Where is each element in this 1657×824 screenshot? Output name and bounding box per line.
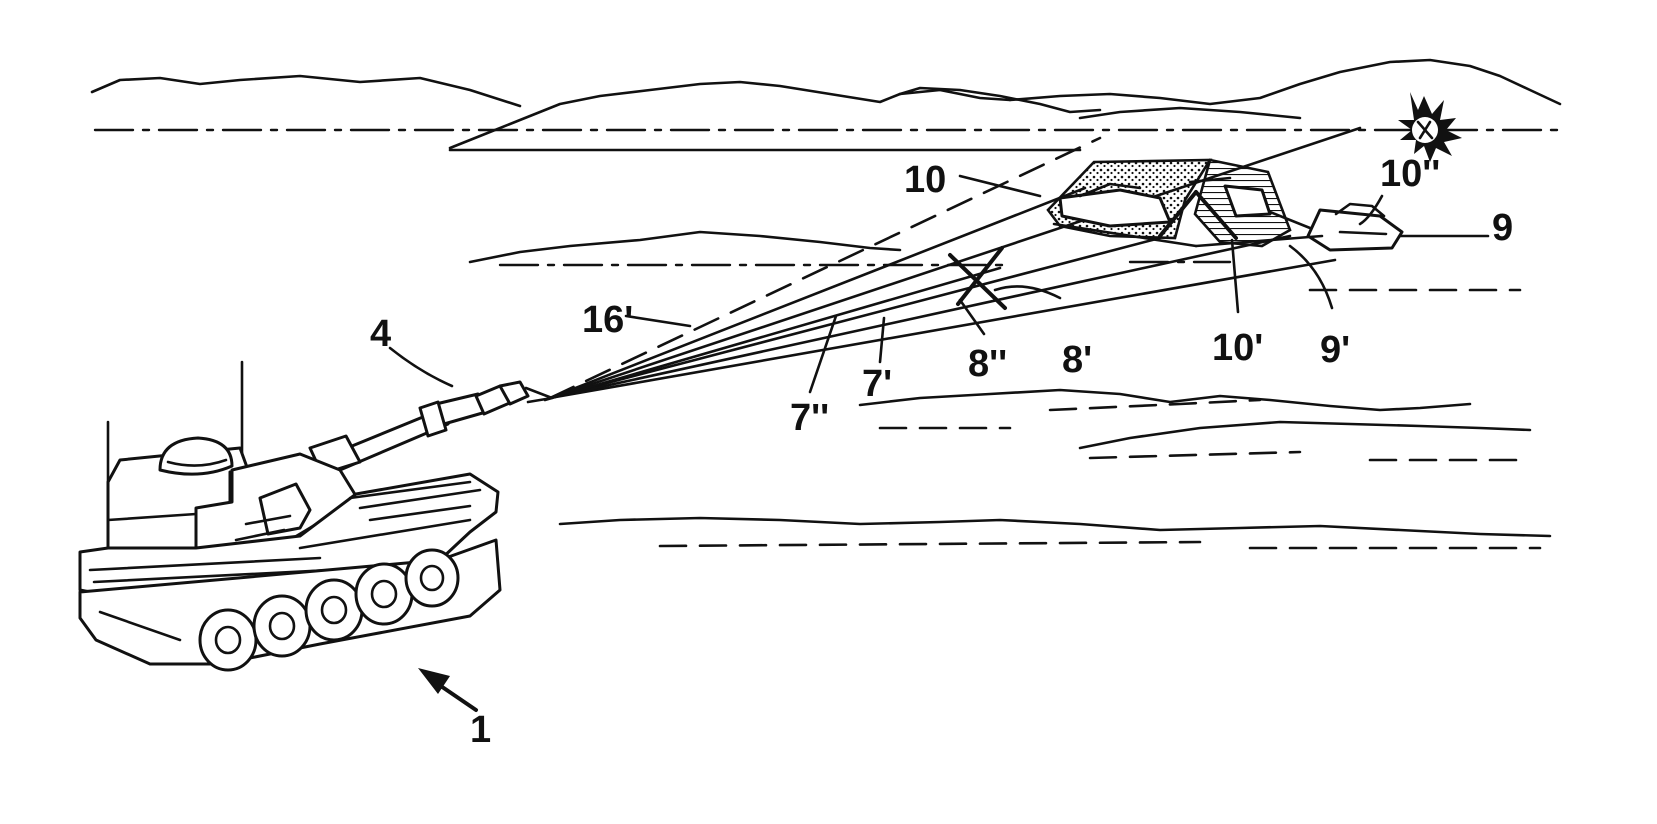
cupola-dome [160,438,232,474]
label-4: 4 [370,313,391,355]
leader-lines [390,176,1488,710]
label-7-double-prime: 7'' [790,397,829,439]
explosion-burst [1398,92,1462,162]
label-10-prime: 10' [1212,327,1263,369]
label-8-prime: 8' [1062,339,1092,381]
label-10: 10 [904,159,946,201]
hills-midground [470,232,1550,548]
label-1: 1 [470,709,491,751]
artillery-vehicle [80,362,552,670]
label-7-prime: 7' [862,363,892,405]
label-10-double-prime: 10'' [1380,153,1440,195]
label-9-prime: 9' [1320,329,1350,371]
label-8-double-prime: 8'' [968,343,1007,385]
label-9: 9 [1492,207,1513,249]
target-area [1048,160,1402,250]
target-vehicle-right [1308,210,1402,250]
dashed-ray-16 [550,138,1100,398]
label-16-prime: 16' [582,299,633,341]
